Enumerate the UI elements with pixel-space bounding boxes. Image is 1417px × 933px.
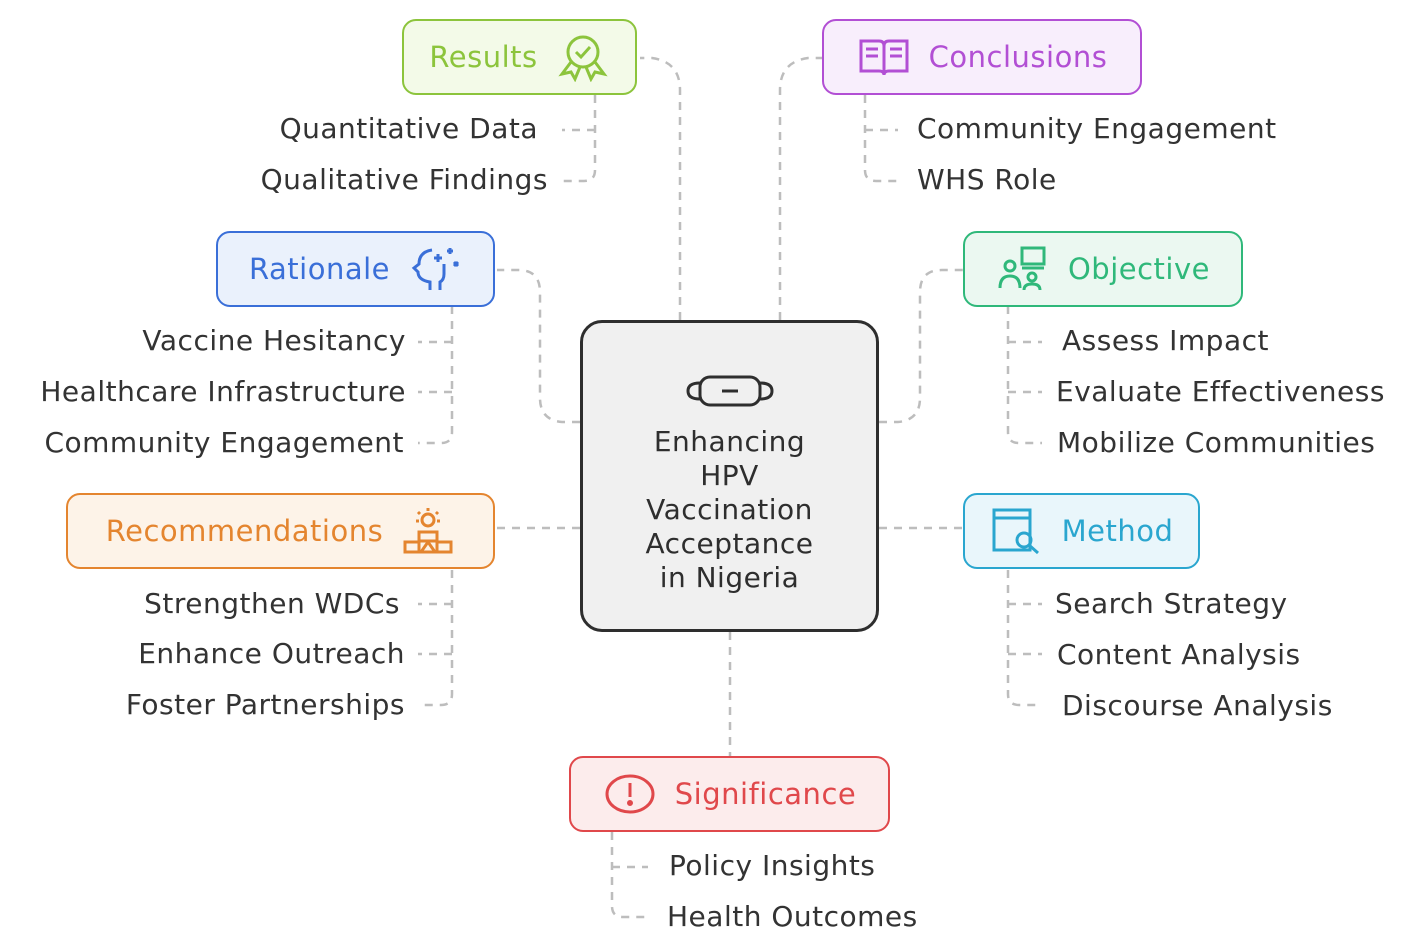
method-item: Search Strategy [1055, 587, 1288, 620]
recommendations-item: Strengthen WDCs [144, 587, 400, 620]
rationale-item: Healthcare Infrastructure [40, 375, 406, 408]
significance-item: Health Outcomes [667, 900, 918, 933]
rationale-item: Vaccine Hesitancy [142, 324, 406, 357]
conclusions-label: Conclusions [928, 40, 1108, 74]
significance-node: Significance [569, 756, 890, 832]
rationale-node: Rationale [216, 231, 495, 307]
face-mask-icon [685, 371, 774, 415]
method-node: Method [963, 493, 1200, 569]
award-badge-icon [556, 30, 610, 84]
method-item: Content Analysis [1057, 638, 1301, 671]
objective-item: Evaluate Effectiveness [1056, 375, 1385, 408]
conclusions-item: WHS Role [917, 163, 1057, 196]
alert-circle-icon [603, 767, 657, 821]
idea-blocks-icon [401, 504, 455, 558]
results-node: Results [402, 19, 637, 95]
conclusions-item: Community Engagement [917, 112, 1277, 145]
objective-item: Mobilize Communities [1057, 426, 1376, 459]
recommendations-label: Recommendations [105, 514, 384, 548]
significance-label: Significance [674, 777, 857, 811]
sparkle-head-icon [408, 242, 462, 296]
central-topic-title: Enhancing HPV Vaccination Acceptance in … [645, 425, 814, 594]
conclusions-node: Conclusions [822, 19, 1142, 95]
objective-item: Assess Impact [1062, 324, 1269, 357]
central-topic-node: Enhancing HPV Vaccination Acceptance in … [580, 320, 879, 632]
method-label: Method [1061, 514, 1174, 548]
recommendations-item: Enhance Outreach [138, 637, 405, 670]
method-item: Discourse Analysis [1062, 689, 1333, 722]
recommendations-item: Foster Partnerships [125, 688, 405, 721]
objective-node: Objective [963, 231, 1243, 307]
results-item: Quantitative Data [279, 112, 538, 145]
recommendations-node: Recommendations [66, 493, 495, 569]
objective-label: Objective [1067, 252, 1210, 286]
document-search-icon [990, 504, 1044, 558]
open-book-icon [857, 30, 911, 84]
results-label: Results [429, 40, 538, 74]
results-item: Qualitative Findings [260, 163, 548, 196]
significance-item: Policy Insights [669, 849, 876, 882]
rationale-label: Rationale [248, 252, 390, 286]
presenter-group-icon [996, 242, 1050, 296]
rationale-item: Community Engagement [44, 426, 404, 459]
